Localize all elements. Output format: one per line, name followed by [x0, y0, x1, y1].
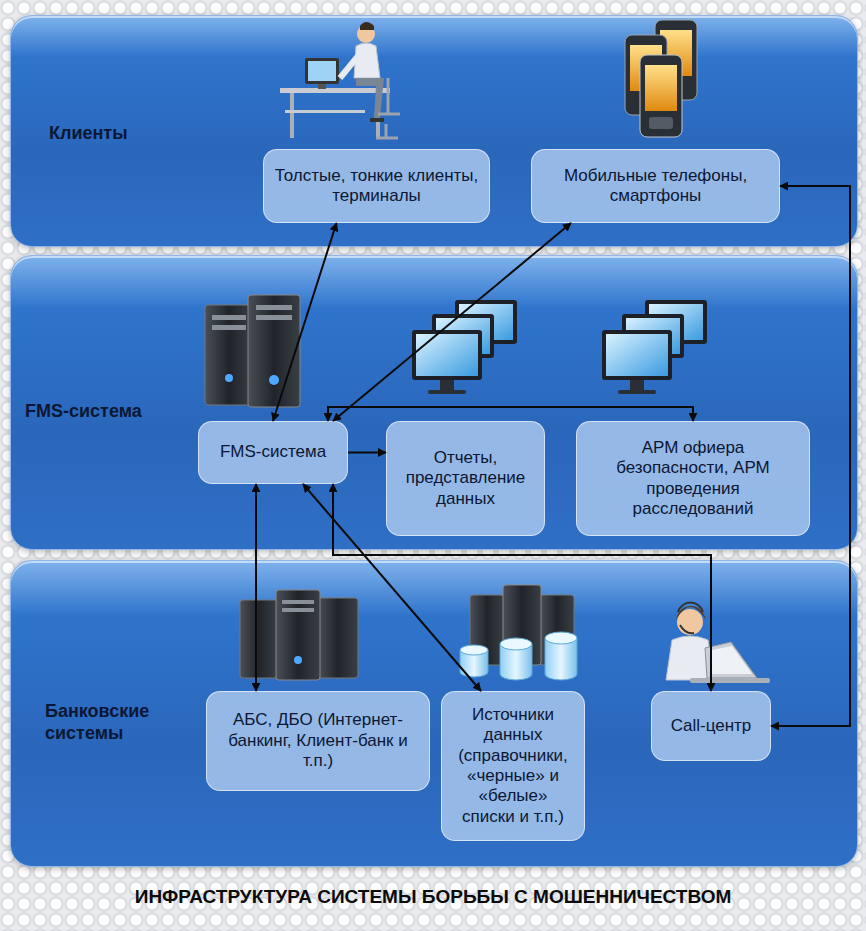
- diagram-caption: ИНФРАСТРУКТУРА СИСТЕМЫ БОРЬБЫ С МОШЕННИЧ…: [10, 886, 856, 908]
- band-heading: Банковские системы: [45, 701, 185, 744]
- band-heading: Клиенты: [49, 123, 209, 145]
- box-label: FMS-система: [212, 438, 334, 466]
- component-box: FMS-система: [198, 421, 348, 484]
- component-box: Call-центр: [651, 691, 771, 761]
- box-label: Мобильные телефоны, смартфоны: [532, 162, 779, 211]
- component-box: Толстые, тонкие клиенты, терминалы: [263, 149, 490, 223]
- band-heading: FMS-система: [25, 401, 195, 423]
- layer-band: FMS-системаFMS-системаОтчеты, представле…: [10, 255, 858, 550]
- layer-band: Банковские системы АБС, ДБО (Интернет-бан…: [10, 560, 858, 867]
- component-box: Мобильные телефоны, смартфоны: [531, 149, 780, 223]
- component-box: АБС, ДБО (Интернет-банкинг, Клиент-банк …: [206, 691, 430, 791]
- component-box: Отчеты, представление данных: [386, 421, 545, 536]
- box-label: Толстые, тонкие клиенты, терминалы: [264, 162, 489, 211]
- box-label: Отчеты, представление данных: [387, 444, 544, 513]
- box-label: АРМ офиера безопасности, АРМ проведения …: [577, 434, 809, 524]
- layer-band: КлиентыТолстые, тонкие клиенты, терминал…: [10, 15, 858, 247]
- box-label: Call-центр: [663, 712, 760, 740]
- box-label: АБС, ДБО (Интернет-банкинг, Клиент-банк …: [207, 706, 429, 775]
- box-label: Источники данных (справочники, «черные» …: [442, 701, 584, 831]
- component-box: АРМ офиера безопасности, АРМ проведения …: [576, 421, 810, 536]
- component-box: Источники данных (справочники, «черные» …: [441, 691, 585, 841]
